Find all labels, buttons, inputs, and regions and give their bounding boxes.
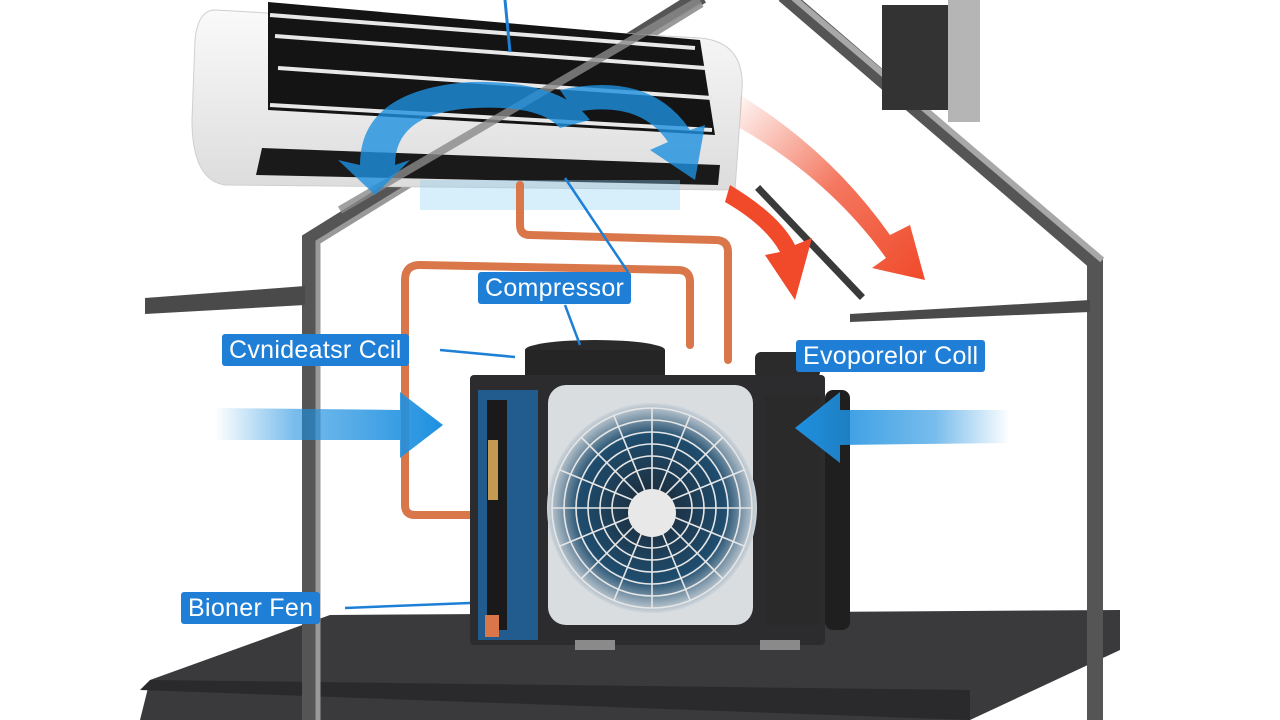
cool-mist: [420, 180, 680, 210]
base-plate: [140, 610, 1120, 720]
label-evaporator-coil: Evoporelor Coll: [796, 340, 986, 372]
house-frame: [145, 0, 1105, 720]
indoor-airflow-arrows: [338, 81, 705, 195]
fan-hub: [628, 489, 676, 537]
label-condenser-coil: Cvnideatsr Ccil: [222, 334, 409, 366]
outdoor-unit: [470, 340, 850, 650]
leader-lines: [344, 177, 630, 610]
cool-air-arrows: [215, 392, 1010, 463]
fan-grille: [551, 407, 753, 609]
label-blower-fan: Bioner Fen: [181, 592, 321, 624]
heat-arrows: [725, 95, 925, 300]
label-compressor: Compressor: [478, 272, 632, 304]
